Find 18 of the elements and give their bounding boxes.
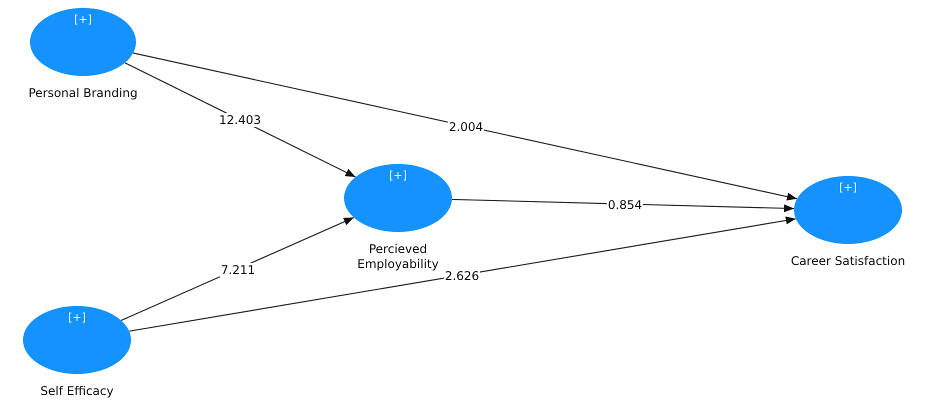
edge-label: 12.403 (218, 113, 262, 127)
arrow (133, 52, 798, 201)
edge-label: 2.626 (444, 269, 480, 283)
edge-label: 2.004 (448, 120, 484, 134)
expand-marker: [+] (389, 170, 407, 182)
construct-name: Personal Branding (27, 86, 139, 101)
edge-label: 7.211 (220, 263, 256, 277)
expand-marker: [+] (839, 182, 857, 194)
arrow (120, 217, 354, 321)
arrow (129, 216, 796, 332)
arrow (452, 198, 794, 212)
expand-marker: [+] (68, 312, 86, 324)
construct-name: Career Satisfaction (790, 254, 906, 269)
construct-name: Self Efficacy (39, 384, 115, 399)
expand-marker: [+] (74, 14, 92, 26)
construct-name: Percieved Employability (356, 242, 440, 272)
edge-label: 0.854 (606, 198, 644, 212)
arrow (124, 62, 356, 178)
